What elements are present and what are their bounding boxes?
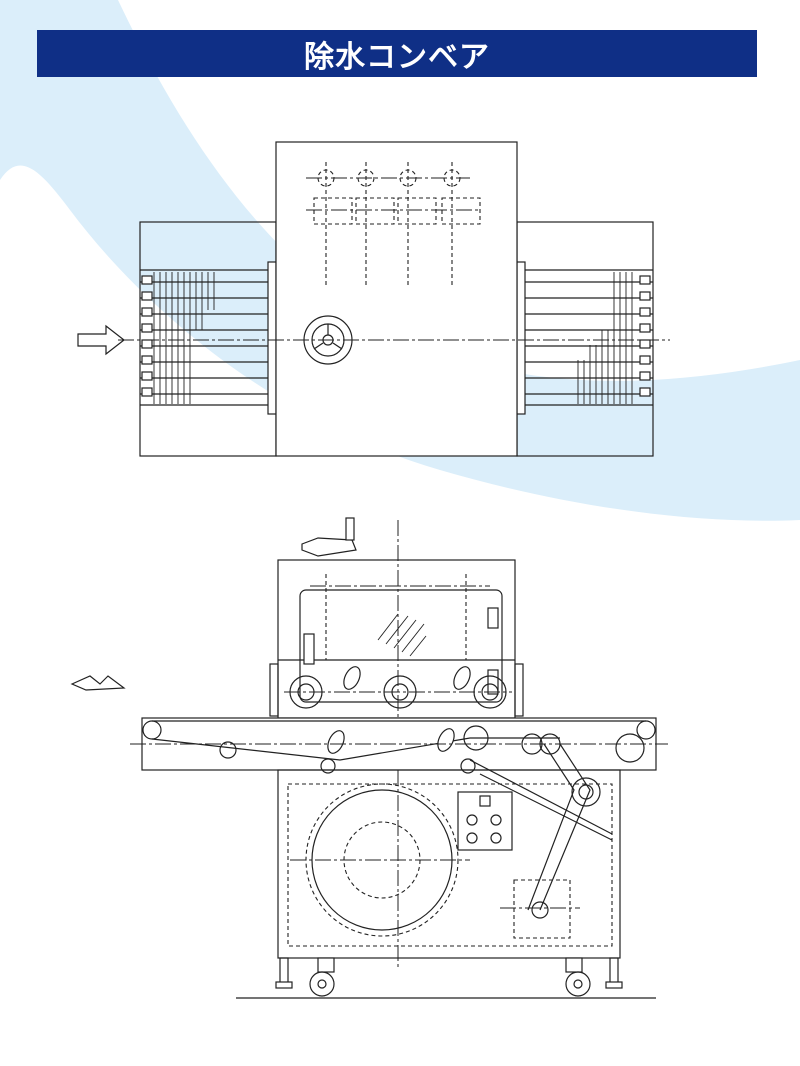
flow-direction-arrow-icon: [77, 324, 125, 356]
central-housing: [275, 141, 518, 457]
conveyor-frame: [130, 717, 668, 774]
flow-direction-arrow-icon: [70, 675, 126, 691]
legs-and-casters: [236, 957, 656, 999]
title-bar: 除水コンベア: [37, 30, 757, 77]
upper-hood: [269, 559, 524, 719]
lower-cabinet: [277, 743, 621, 959]
page-title: 除水コンベア: [304, 39, 490, 75]
